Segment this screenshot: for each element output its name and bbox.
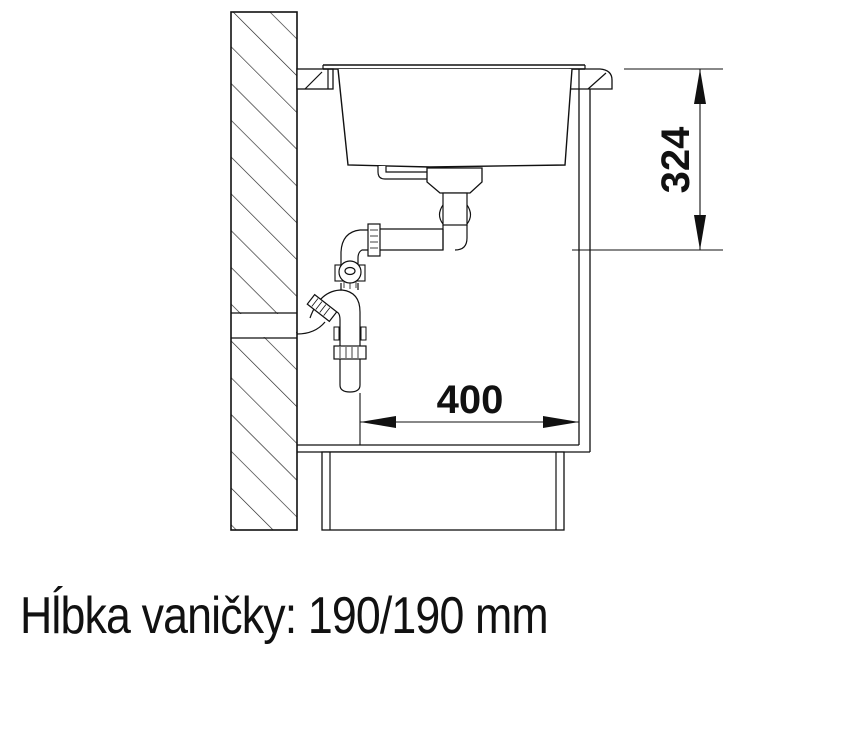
width-dimension-label: 400 <box>437 378 504 422</box>
siphon-trap <box>296 283 367 393</box>
siphon-elbow <box>340 229 368 268</box>
sink-bowl <box>337 68 573 168</box>
drain-strainer <box>426 167 483 226</box>
bowl-depth-caption: Hĺbka vaničky: 190/190 mm <box>20 587 549 645</box>
height-dimension-label: 324 <box>654 126 698 193</box>
wall <box>230 11 298 531</box>
drain-elbow-pipe <box>367 223 468 257</box>
countertop-right <box>569 68 613 90</box>
height-dimension: 324 <box>572 68 723 251</box>
sink-cross-section-diagram: 400 324 <box>230 11 723 531</box>
cabinet-right-panel <box>578 89 591 452</box>
appliance-connector-valve <box>334 260 366 289</box>
cabinet-bottom <box>297 444 590 453</box>
plinth <box>321 451 565 531</box>
width-dimension: 400 <box>359 378 579 445</box>
overflow-pipe <box>377 166 429 180</box>
sink-rim <box>322 64 586 70</box>
countertop-left <box>296 68 334 90</box>
